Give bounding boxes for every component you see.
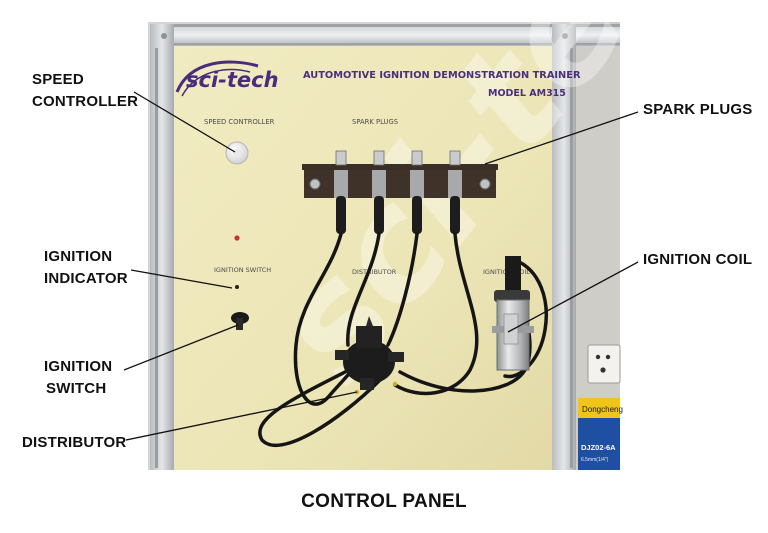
panel-model: MODEL AM315 (488, 88, 566, 99)
spark-plug-4 (448, 150, 462, 234)
panel-label-spark-plugs: SPARK PLUGS (352, 118, 398, 126)
leader-ignition-indicator (130, 269, 233, 289)
speed-controller-knob (225, 141, 249, 165)
panel-label-distributor: DISTRIBUTOR (352, 268, 397, 276)
wall-socket (587, 344, 621, 384)
leader-distributor (125, 391, 358, 441)
ignition-switch-toggle (231, 312, 249, 330)
box-brand: Dongcheng (582, 405, 623, 414)
sci-tech-logo: sci-tech (175, 60, 279, 97)
spark-plugs (334, 150, 462, 234)
panel-label-speed-controller: SPEED CONTROLLER (204, 118, 275, 126)
component-box: Dongcheng DJZ02-6A 6.5mm(1/4") (578, 398, 623, 470)
spark-plug-bracket (302, 164, 498, 198)
distributor-cap (335, 316, 404, 395)
aluminium-frame (150, 24, 620, 470)
panel-title: AUTOMOTIVE IGNITION DEMONSTRATION TRAINE… (303, 70, 581, 81)
label-ignition-indicator-line1: IGNITION (44, 248, 113, 265)
label-ignition-indicator-line2: INDICATOR (44, 270, 128, 287)
spark-plug-2 (372, 150, 386, 234)
ignition-coil (492, 256, 534, 371)
label-ignition-switch-line2: SWITCH (46, 380, 107, 397)
label-distributor: DISTRIBUTOR (22, 434, 127, 451)
label-speed-controller-line1: SPEED (32, 71, 84, 88)
panel-label-ignition-switch: IGNITION SWITCH (214, 266, 271, 274)
label-ignition-coil: IGNITION COIL (643, 251, 753, 268)
box-spec: 6.5mm(1/4") (581, 457, 609, 463)
leader-ignition-switch (123, 324, 239, 371)
label-ignition-switch-line1: IGNITION (44, 358, 113, 375)
spark-plug-1 (334, 150, 348, 234)
label-spark-plugs: SPARK PLUGS (643, 101, 753, 118)
box-model: DJZ02-6A (581, 443, 616, 452)
figure-caption: CONTROL PANEL (301, 491, 467, 512)
ignition-indicator-led (234, 235, 240, 241)
logo-text: sci-tech (186, 68, 279, 92)
label-speed-controller-line2: CONTROLLER (32, 93, 139, 110)
panel-hole (235, 285, 239, 289)
panel-face (174, 46, 552, 470)
spark-plug-3 (410, 150, 424, 234)
leader-spark-plugs (484, 111, 639, 165)
leader-speed-controller (133, 91, 236, 153)
leader-lines (123, 91, 639, 441)
leader-ignition-coil (507, 261, 639, 333)
